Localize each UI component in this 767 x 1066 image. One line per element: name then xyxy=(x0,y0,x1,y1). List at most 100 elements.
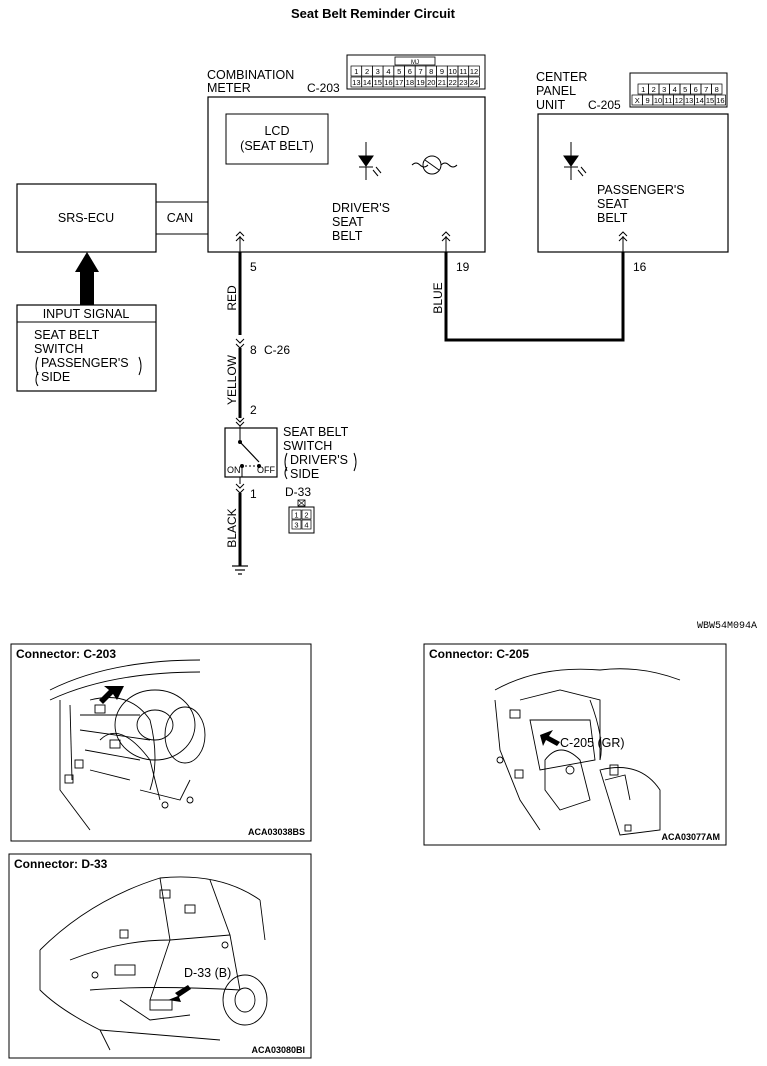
connector-panel-c205-callout: C-205 (GR) xyxy=(560,736,625,750)
c205-pin-12: 12 xyxy=(675,96,683,105)
center-panel-connector: C-205 xyxy=(588,98,621,112)
driver-indicator-label-2: SEAT xyxy=(332,215,364,229)
input-signal: INPUT SIGNAL SEAT BELT SWITCH PASSENGER'… xyxy=(16,304,157,392)
c203-pin-11: 11 xyxy=(459,67,467,76)
d33-connector-label: D-33 xyxy=(285,485,311,499)
c203-pin-tag: MJ xyxy=(411,60,419,66)
c203-pin-17: 17 xyxy=(395,78,403,87)
input-signal-line-3: PASSENGER'S xyxy=(41,356,129,370)
input-signal-line-4: SIDE xyxy=(41,370,70,384)
driver-switch-line-1: SEAT BELT xyxy=(283,425,349,439)
passenger-indicator-label-1: PASSENGER'S xyxy=(597,183,685,197)
driver-switch-line-2: SWITCH xyxy=(283,439,332,453)
connector-panel-d33-code: ACA03080BI xyxy=(251,1045,305,1055)
connector-panel-d33-callout: D-33 (B) xyxy=(184,966,231,980)
center-panel-illustration-icon xyxy=(494,668,681,836)
c203-pin-15: 15 xyxy=(374,78,382,87)
c205-pin-3: 3 xyxy=(662,85,666,94)
connector-panel-c205: Connector: C-205 ACA03077AM C-205 (GR) xyxy=(423,643,727,846)
red-wire-label: RED xyxy=(225,285,239,311)
driver-indicator-label-1: DRIVER'S xyxy=(332,201,390,215)
yellow-wire-label: YELLOW xyxy=(225,354,239,405)
diagram-id: WBW54M094A xyxy=(697,621,757,632)
c203-pin-20: 20 xyxy=(427,78,435,87)
can-label: CAN xyxy=(167,211,193,225)
c203-pin-16: 16 xyxy=(384,78,392,87)
c203-pin-3: 3 xyxy=(376,67,380,76)
dashboard-illustration-icon xyxy=(49,659,206,831)
c203-pin-22: 22 xyxy=(448,78,456,87)
d33-pin-3: 3 xyxy=(294,521,298,530)
c205-pin-9: 9 xyxy=(646,96,650,105)
c205-pin-1: 1 xyxy=(641,85,645,94)
input-signal-line-2: SWITCH xyxy=(34,342,83,356)
c203-pin-12: 12 xyxy=(470,67,478,76)
connector-panel-c203-title: Connector: C-203 xyxy=(16,647,116,661)
c203-cell xyxy=(468,65,480,77)
connector-panel-c203-code: ACA03038BS xyxy=(248,827,305,837)
c203-pin-7: 7 xyxy=(418,67,422,76)
srs-ecu-label: SRS-ECU xyxy=(58,211,114,225)
c203-pin-2: 2 xyxy=(365,67,369,76)
combination-meter: COMBINATION METER C-203 LCD (SEAT BELT) … xyxy=(207,54,486,253)
driver-seat-belt-switch: ON OFF SEAT BELT SWITCH DRIVER'S SIDE D-… xyxy=(224,425,357,534)
input-arrow-icon xyxy=(75,252,99,305)
c205-pin-6: 6 xyxy=(694,85,698,94)
lcd-label-1: LCD xyxy=(264,124,289,138)
combination-meter-label-2: METER xyxy=(207,81,251,95)
c205-pin-2: 2 xyxy=(652,85,656,94)
d33-cell xyxy=(301,509,312,520)
driver-led-icon xyxy=(358,142,382,180)
diagram-title: Seat Belt Reminder Circuit xyxy=(291,6,456,21)
buzzer-icon xyxy=(411,155,458,175)
d33-cell xyxy=(291,519,302,530)
center-panel-box xyxy=(537,113,729,253)
lcd-box xyxy=(225,113,329,165)
c203-pin-19: 19 xyxy=(416,78,424,87)
pin-5-label: 5 xyxy=(250,260,257,274)
driver-indicator-label-3: BELT xyxy=(332,229,363,243)
combination-meter-connector: C-203 xyxy=(307,81,340,95)
combination-meter-box xyxy=(207,96,486,253)
center-panel-label-1: CENTER xyxy=(536,70,587,84)
c203-pin-5: 5 xyxy=(397,67,401,76)
d33-location-arrow-icon xyxy=(168,985,191,1002)
c205-pin-X: X xyxy=(635,96,640,105)
c203-pin-14: 14 xyxy=(363,78,371,87)
c205-cell xyxy=(714,94,726,106)
driver-switch-line-3: DRIVER'S xyxy=(290,453,348,467)
wiring xyxy=(232,231,628,575)
c203-pin-1: 1 xyxy=(354,67,358,76)
c203-pin-23: 23 xyxy=(459,78,467,87)
pin-1-label: 1 xyxy=(250,487,257,501)
c205-cell xyxy=(711,83,723,95)
passenger-indicator-label-2: SEAT xyxy=(597,197,629,211)
d33-pin-2: 2 xyxy=(304,511,308,520)
connector-panel-c205-code: ACA03077AM xyxy=(661,832,720,842)
srs-ecu: SRS-ECU CAN xyxy=(16,183,208,253)
vehicle-illustration-icon xyxy=(39,876,268,1051)
combination-meter-label-1: COMBINATION xyxy=(207,68,294,82)
c203-pin-6: 6 xyxy=(408,67,412,76)
black-wire-label: BLACK xyxy=(225,508,239,547)
connector-panel-c205-title: Connector: C-205 xyxy=(429,647,529,661)
c205-pin-13: 13 xyxy=(685,96,693,105)
c203-pin-9: 9 xyxy=(440,67,444,76)
c203-pin-10: 10 xyxy=(448,67,456,76)
center-panel-label-3: UNIT xyxy=(536,98,566,112)
d33-pin-4: 4 xyxy=(304,521,308,530)
passenger-indicator-label-3: BELT xyxy=(597,211,628,225)
c26-connector-label: C-26 xyxy=(264,343,290,357)
connector-panel-c203: Connector: C-203 ACA03038BS xyxy=(10,643,312,842)
driver-switch-line-4: SIDE xyxy=(290,467,319,481)
switch-on-label: ON xyxy=(227,465,241,475)
c203-pin-13: 13 xyxy=(352,78,360,87)
connector-panel-d33-title: Connector: D-33 xyxy=(14,857,108,871)
c203-pin-21: 21 xyxy=(438,78,446,87)
pin-16-label: 16 xyxy=(633,260,647,274)
c203-cell xyxy=(468,76,480,88)
c203-pin-8: 8 xyxy=(429,67,433,76)
